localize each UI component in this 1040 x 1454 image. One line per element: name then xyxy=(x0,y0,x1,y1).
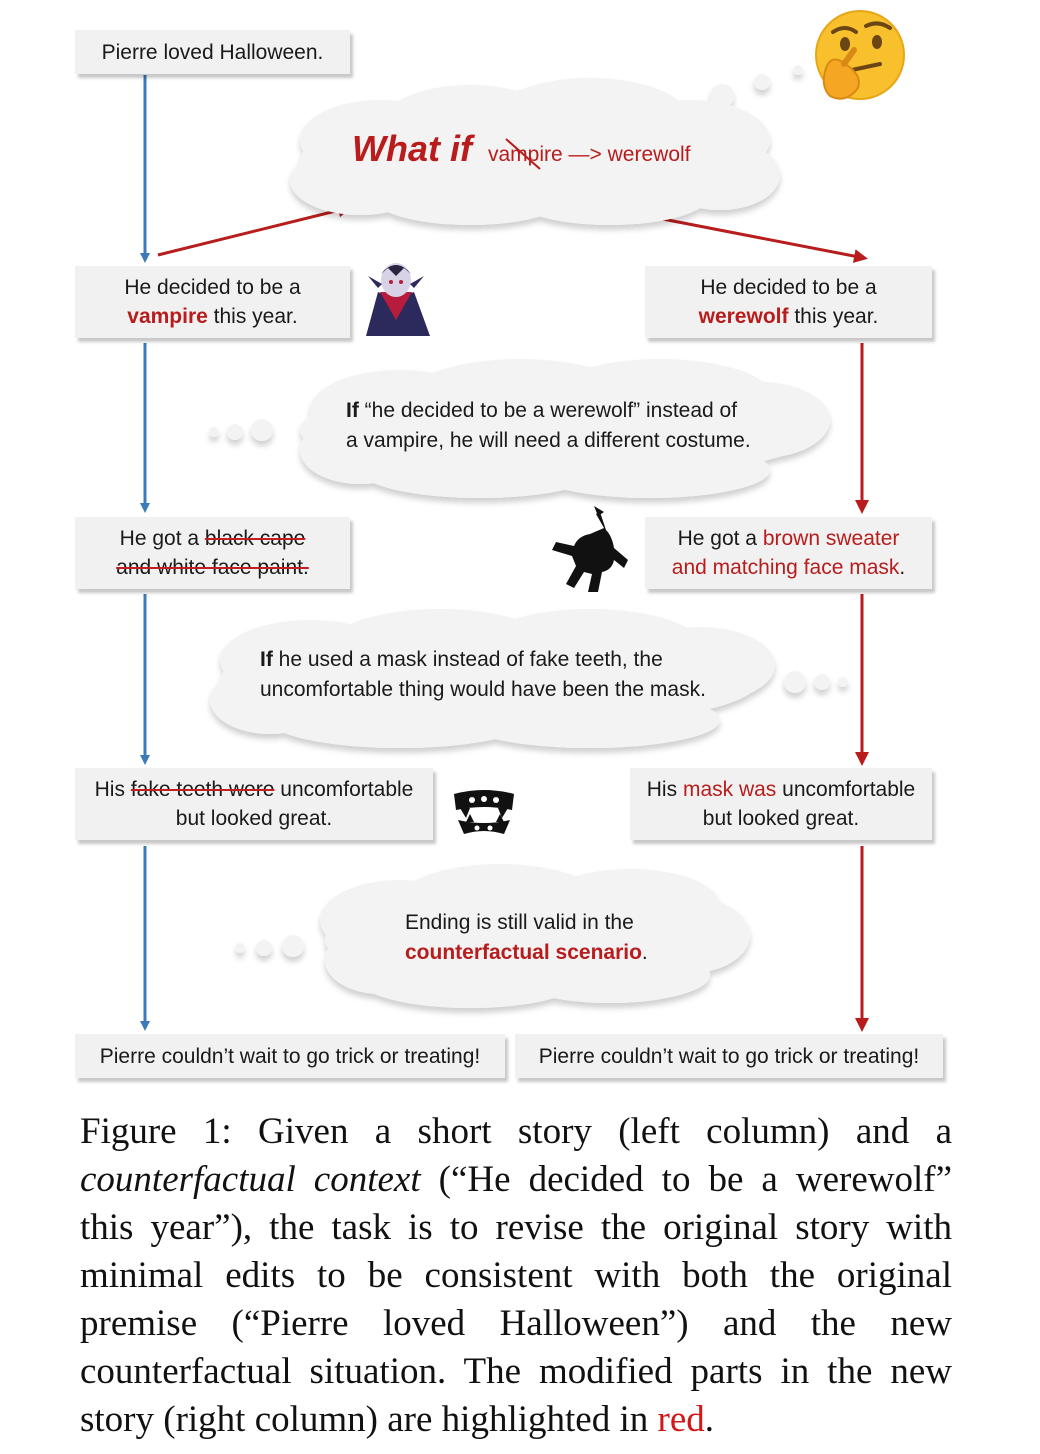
right-box-2: He decided to be a werewolf this year. xyxy=(645,266,932,338)
thinking-face-icon xyxy=(815,10,905,100)
right-box-3-line1: He got a brown sweater xyxy=(677,527,900,550)
vampire-icon xyxy=(366,263,430,336)
thought-3-highlight: counterfactual scenario xyxy=(405,941,642,964)
right-highlight-mask: and matching face mask xyxy=(671,556,900,579)
left-box-2-line2: vampire this year. xyxy=(127,305,298,328)
left-box-3-line1: He got a black cape xyxy=(119,527,306,550)
diagram-canvas xyxy=(140,10,905,1032)
whatif-title: What if xyxy=(352,128,472,169)
thought-3-text: Ending is still valid in the counterfact… xyxy=(405,911,648,964)
left-ending-text: Pierre couldn’t wait to go trick or trea… xyxy=(99,1044,481,1068)
left-struck-cape: black cape xyxy=(204,527,306,550)
right-box-4-line1: His mask was uncomfortable xyxy=(646,778,916,801)
left-box-3: He got a black cape and white face paint… xyxy=(75,517,350,589)
thought-2-if: If xyxy=(260,648,273,671)
whatif-text: What if vampire —> werewolf xyxy=(352,128,691,170)
right-box-2-line2: werewolf this year. xyxy=(698,305,879,328)
thought-1-if: If xyxy=(346,399,359,422)
left-box-2: He decided to be a vampire this year. xyxy=(75,266,350,338)
thought-cloud-2 xyxy=(210,609,848,748)
whatif-substitution: vampire —> werewolf xyxy=(488,138,691,170)
whatif-cloud xyxy=(290,65,803,225)
right-box-3-line2: and matching face mask. xyxy=(671,556,906,579)
left-box-3-line2: and white face paint. xyxy=(116,553,309,582)
left-struck-teeth: fake teeth were xyxy=(130,778,275,801)
fangs-icon xyxy=(454,790,514,834)
right-highlight-werewolf: werewolf xyxy=(698,305,789,328)
whatif-arrow-text: —> xyxy=(568,143,602,166)
whatif-to-word: werewolf xyxy=(607,143,691,166)
right-ending-text: Pierre couldn’t wait to go trick or trea… xyxy=(538,1044,920,1068)
thought-1-text: If “he decided to be a werewolf” instead… xyxy=(346,399,751,452)
thought-2-text: If he used a mask instead of fake teeth,… xyxy=(260,648,706,701)
right-box-4-line2: but looked great. xyxy=(702,807,860,830)
thought-cloud-1 xyxy=(209,359,830,498)
werewolf-icon xyxy=(552,506,628,592)
left-box-4-line2: but looked great. xyxy=(175,807,333,830)
premise-box: Pierre loved Halloween. xyxy=(75,30,350,74)
left-box-2-line1: He decided to be a xyxy=(124,276,301,299)
caption-red-word: red xyxy=(657,1399,705,1440)
strike-x xyxy=(505,138,541,170)
premise-text: Pierre loved Halloween. xyxy=(101,40,324,64)
right-highlight-mask-was: mask was xyxy=(682,778,777,801)
right-box-2-line1: He decided to be a xyxy=(700,276,877,299)
left-ending-box: Pierre couldn’t wait to go trick or trea… xyxy=(75,1034,505,1078)
left-struck-face-paint: and white face paint. xyxy=(116,556,309,579)
right-box-3: He got a brown sweater and matching face… xyxy=(645,517,932,589)
right-ending-box: Pierre couldn’t wait to go trick or trea… xyxy=(515,1034,943,1078)
thought-cloud-3 xyxy=(235,864,750,1008)
caption-italic: counterfactual context xyxy=(80,1159,421,1200)
right-box-4: His mask was uncomfortable but looked gr… xyxy=(630,768,932,840)
to-whatif-arrow xyxy=(157,203,352,257)
whatif-from-word: vampire xyxy=(488,138,563,170)
left-highlight-vampire: vampire xyxy=(127,305,208,328)
left-box-4: His fake teeth were uncomfortable but lo… xyxy=(75,768,433,840)
left-box-4-line1: His fake teeth were uncomfortable xyxy=(94,778,414,801)
right-highlight-sweater: brown sweater xyxy=(762,527,900,550)
from-whatif-arrow xyxy=(641,213,868,263)
figure-caption: Figure 1: Given a short story (left colu… xyxy=(80,1111,952,1440)
